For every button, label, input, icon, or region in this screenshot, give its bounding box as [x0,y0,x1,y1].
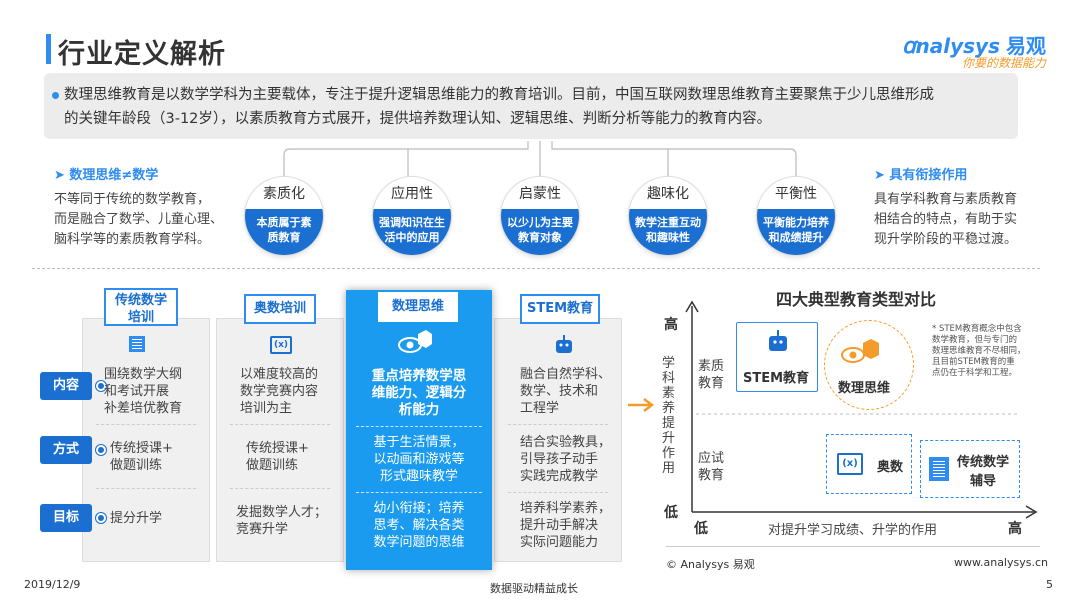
row-dot [96,513,106,523]
divider [356,492,482,493]
col-header-traditional: 传统数学培训 [104,288,178,326]
row-dot [96,445,106,455]
formula-icon: (x) [270,336,292,354]
y-axis-low: 低 [664,505,678,521]
divider [230,424,330,425]
row-label-quality: 素质教育 [698,359,725,391]
cell-olympiad-goal: 发掘数学人才；竞赛升学 [236,505,328,537]
cell-stem-content: 融合自然学科、数学、技术和工程学 [520,367,612,416]
row-label-goal: 目标 [40,504,106,532]
divider [96,424,196,425]
stem-footnote: * STEM教育概念中包含数学教育，但与专门的数理思维教育不尽相同，且目前STE… [932,324,1026,378]
cell-math-thinking-method: 基于生活情景，以动画和游戏等形式趣味教学 [373,435,465,484]
logo-slogan: 你要的数据能力 [961,56,1046,70]
eye-cube-icon [398,330,432,353]
y-axis-high: 高 [664,317,678,333]
cell-traditional-goal: 提分升学 [110,511,163,526]
row-label-exam: 应试教育 [698,451,725,483]
footer-date: 2019/12/9 [24,578,81,591]
quadrant-stem: STEM教育 [736,322,818,392]
quadrant-axes [685,300,1038,519]
divider [508,424,608,425]
column-olympiad [216,318,344,562]
cell-traditional-content: 围绕数学大纲和考试开展补差培优教育 [104,367,183,416]
robot-icon [769,330,787,351]
left-note-text: 不等同于传统的数学教育， 而是融合了数学、儿童心理、 脑科学等的素质教育学科。 [54,192,224,247]
row-dot [96,381,106,391]
divider [356,426,482,427]
col-header-olympiad: 奥数培训 [244,294,316,324]
website-link[interactable]: www.analysys.cn [954,556,1048,569]
page-number: 5 [1046,578,1053,591]
cell-olympiad-content: 以难度较高的数学竞赛内容培训为主 [240,367,319,416]
left-note-heading: ➤ 数理思维≠数学 [54,168,159,183]
eye-cube-icon [841,339,879,363]
trait-circle-balance: 平衡性 平衡能力培养和成绩提升 [756,176,836,256]
x-axis-low: 低 [694,521,708,537]
cell-math-thinking-goal: 幼小衔接；培养思考、解决各类数学问题的思维 [373,501,465,550]
bullet-dot [52,92,59,99]
trait-circle-enlighten: 启蒙性 以少儿为主要教育对象 [500,176,580,256]
quadrant-math-thinking: 数理思维 [824,320,914,410]
document-icon [929,457,949,481]
connector-lines [283,141,797,177]
intro-line-1: 数理思维教育是以数学学科为主要载体，专注于提升逻辑思维能力的教育培训。目前，中国… [64,87,934,103]
cell-olympiad-method: 传统授课+做题训练 [246,441,309,473]
formula-icon: (x) [837,453,863,475]
divider [230,488,330,489]
trait-circle-fun: 趣味化 教学注重互动和趣味性 [628,176,708,256]
section-divider [32,268,1040,269]
cell-math-thinking-content: 重点培养数学思维能力、逻辑分析能力 [371,368,467,418]
intro-line-2: 的关键年龄段（3-12岁），以素质教育方式展开，提供培养数理认知、逻辑思维、判断… [64,111,772,127]
intro-box: 数理思维教育是以数学学科为主要载体，专注于提升逻辑思维能力的教育培训。目前，中国… [44,73,1018,139]
y-axis-label: 学科素养提升作用 [662,356,676,476]
cell-stem-method: 结合实验教具，引导孩子动手实践完成教学 [520,435,612,484]
right-note-heading: ➤ 具有衔接作用 [874,168,968,183]
quadrant-traditional: 传统数学辅导 [920,440,1020,498]
page-title: 行业定义解析 [58,39,226,70]
row-label-method: 方式 [40,436,106,464]
copyright: © Analysys 易观 [666,558,755,571]
quadrant-title: 四大典型教育类型对比 [776,290,937,309]
x-axis-high: 高 [1008,521,1022,537]
document-icon [129,336,145,352]
footer-rule [666,546,1040,547]
col-header-math-thinking: 数理思维 [378,292,458,322]
trait-circle-quality: 素质化 本质属于素质教育 [244,176,324,256]
robot-icon [556,335,572,353]
x-axis-label: 对提升学习成绩、升学的作用 [768,523,938,538]
row-label-content: 内容 [40,372,106,400]
cell-traditional-method: 传统授课+做题训练 [110,441,173,473]
col-header-stem: STEM教育 [520,294,600,324]
divider [508,492,608,493]
trait-circle-application: 应用性 强调知识在生活中的应用 [372,176,452,256]
right-note-text: 具有学科教育与素质教育 相结合的特点，有助于实 现升学阶段的平稳过渡。 [874,192,1018,247]
cell-stem-goal: 培养科学素养，提升动手解决实际问题能力 [520,501,612,550]
orange-arrow-icon [628,398,655,412]
footer-slogan: 数据驱动精益成长 [490,582,578,595]
divider [96,488,196,489]
title-accent-bar [46,34,51,64]
quadrant-olympiad: (x) 奥数 [826,434,912,494]
logo-a-icon: ꭤ [901,34,916,59]
